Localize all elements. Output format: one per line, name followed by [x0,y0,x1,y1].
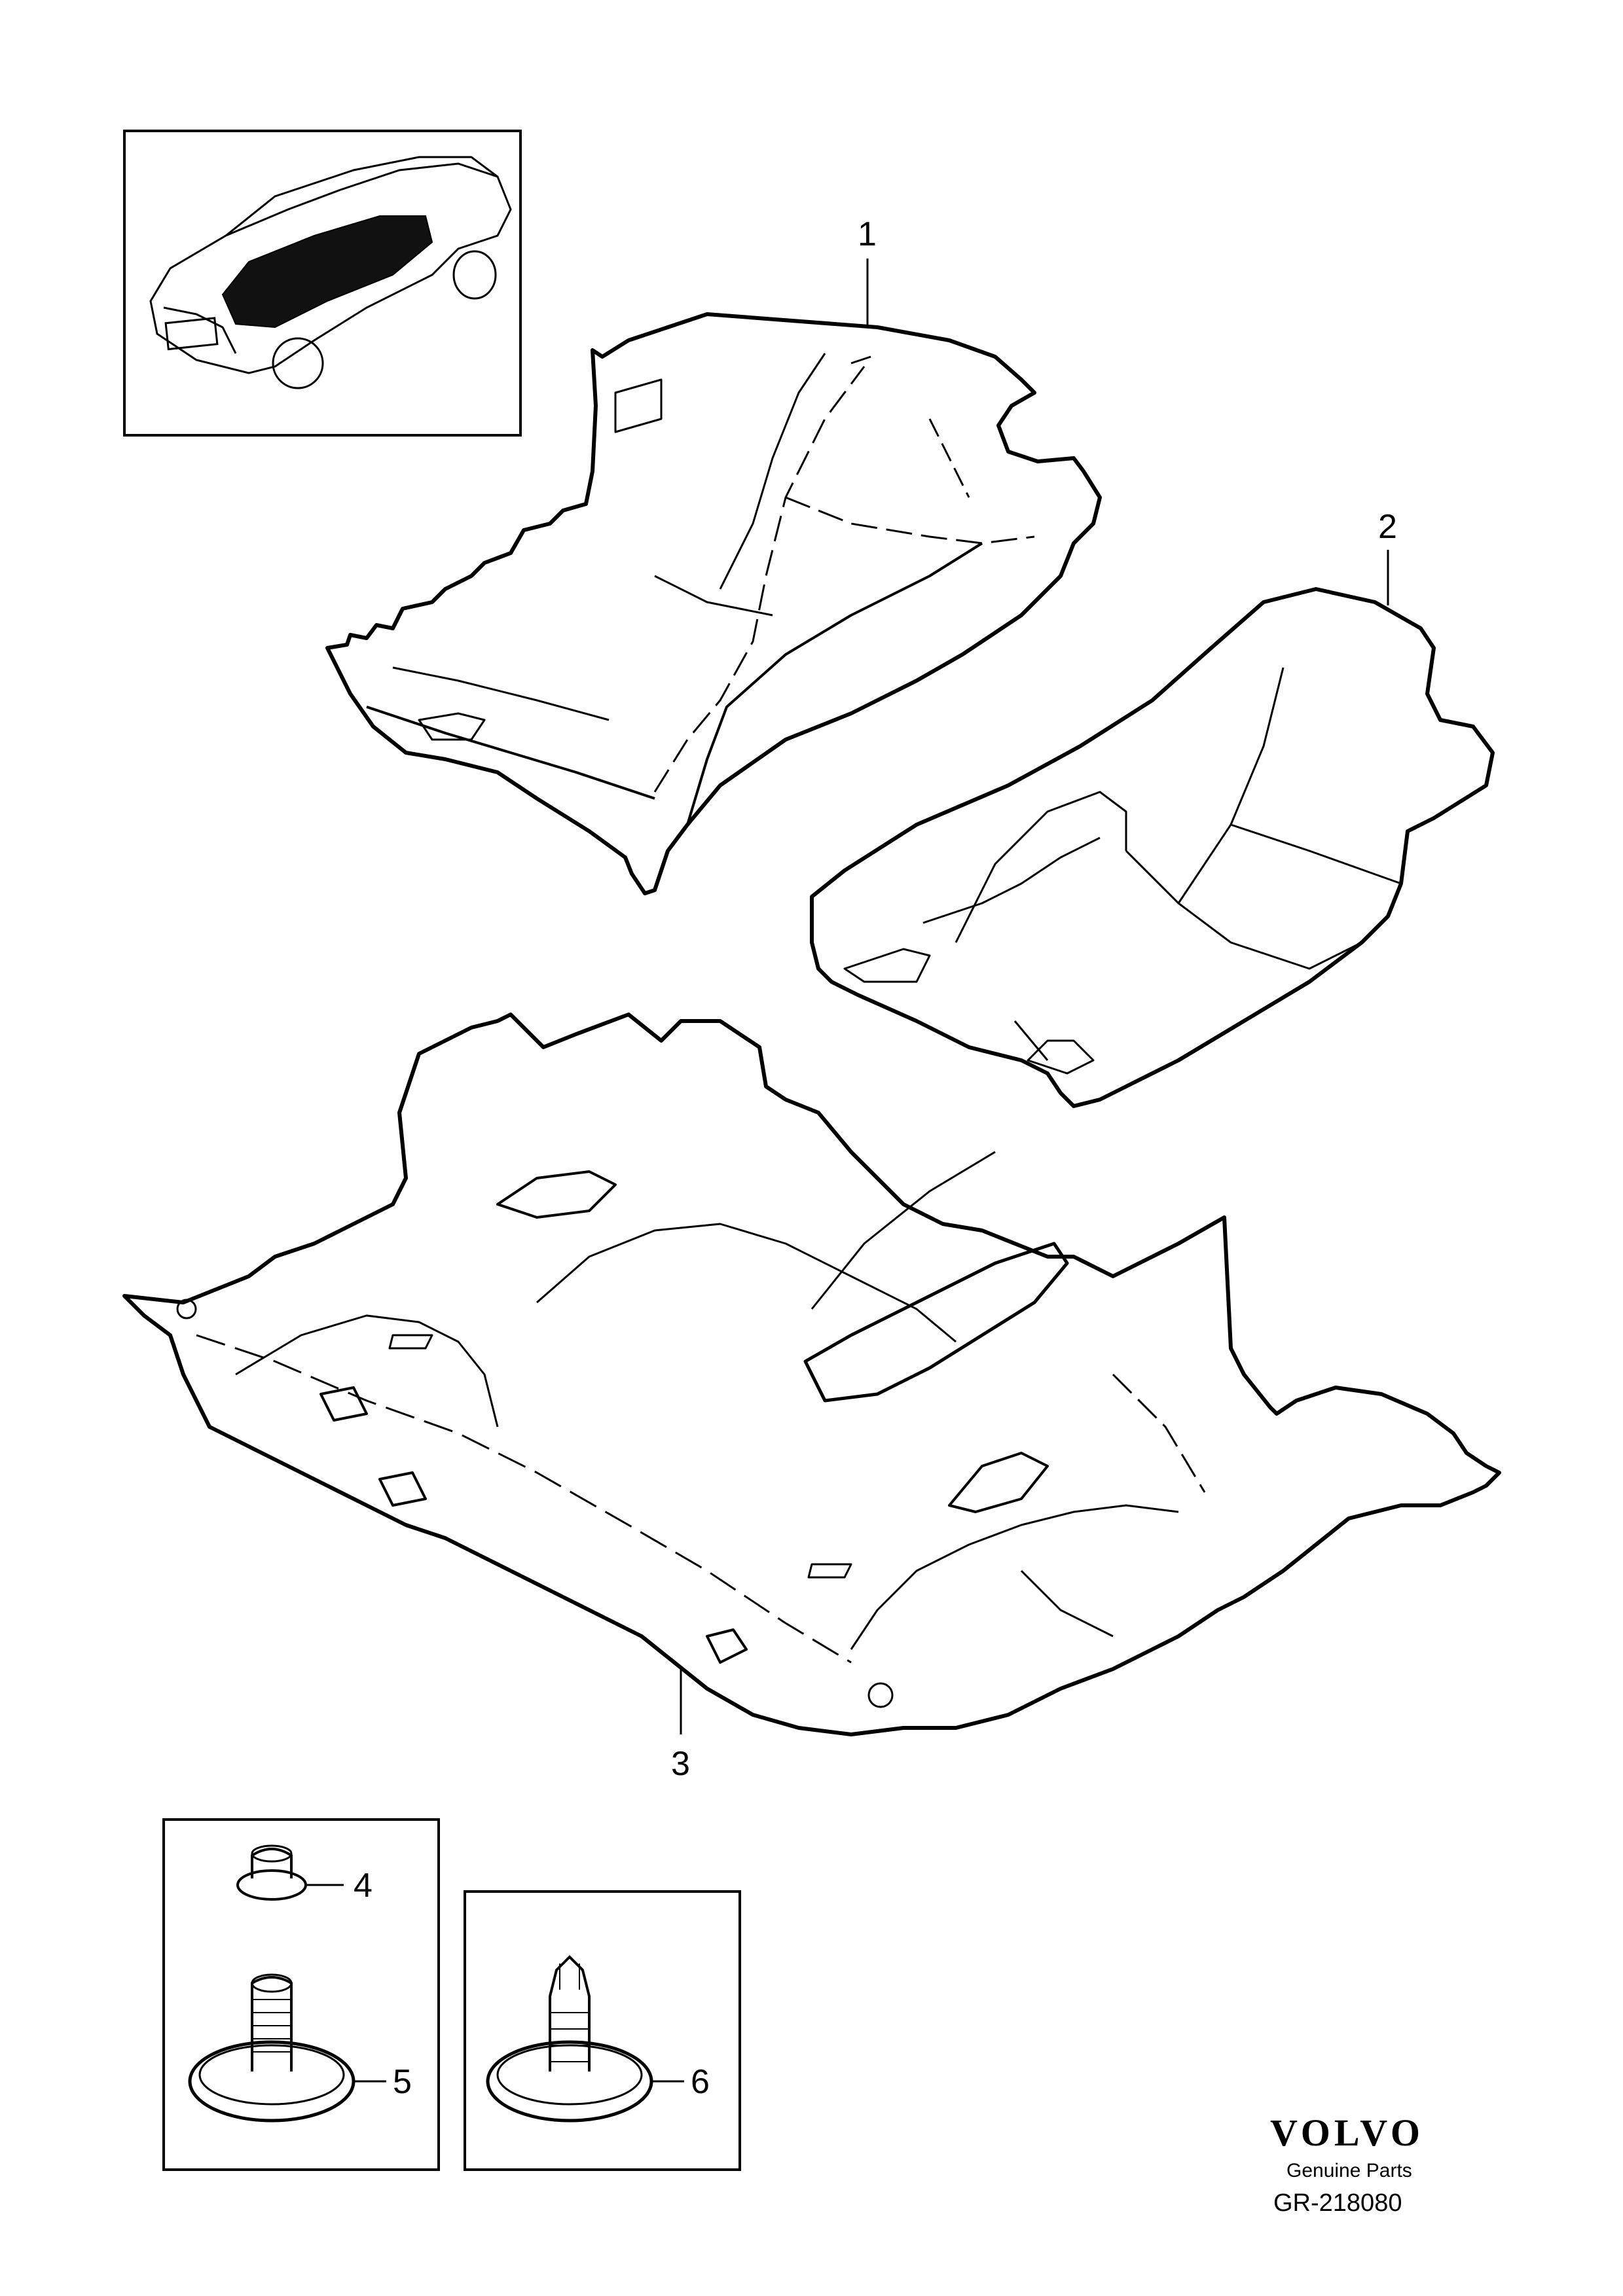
callout-3: 3 [671,1745,690,1783]
threaded-stud-part-5 [188,1973,356,2123]
callout-labels: 1 2 3 4 5 6 [354,215,1397,2101]
callout-2: 2 [1378,508,1397,546]
callout-4: 4 [354,1867,373,1905]
fastener-inset-6 [464,1890,741,2171]
push-clip-part-6 [486,1955,653,2123]
clip-cap-part-4 [236,1844,307,1901]
rear-carpet-part-2 [810,587,1495,1108]
volvo-logo: VOLVO [1270,2111,1425,2154]
car-overview-inset [123,130,522,437]
callout-5: 5 [393,2063,412,2101]
genuine-parts-subtitle: Genuine Parts [1286,2160,1412,2181]
fastener-inset-4-5 [162,1818,440,2171]
callout-6: 6 [691,2063,710,2101]
front-carpet-part-1 [325,312,1102,895]
figure-number: GR-218080 [1273,2189,1402,2217]
main-carpet-part-3 [122,1013,1501,1736]
leader-lines [304,259,1389,2083]
callout-1: 1 [858,215,877,253]
